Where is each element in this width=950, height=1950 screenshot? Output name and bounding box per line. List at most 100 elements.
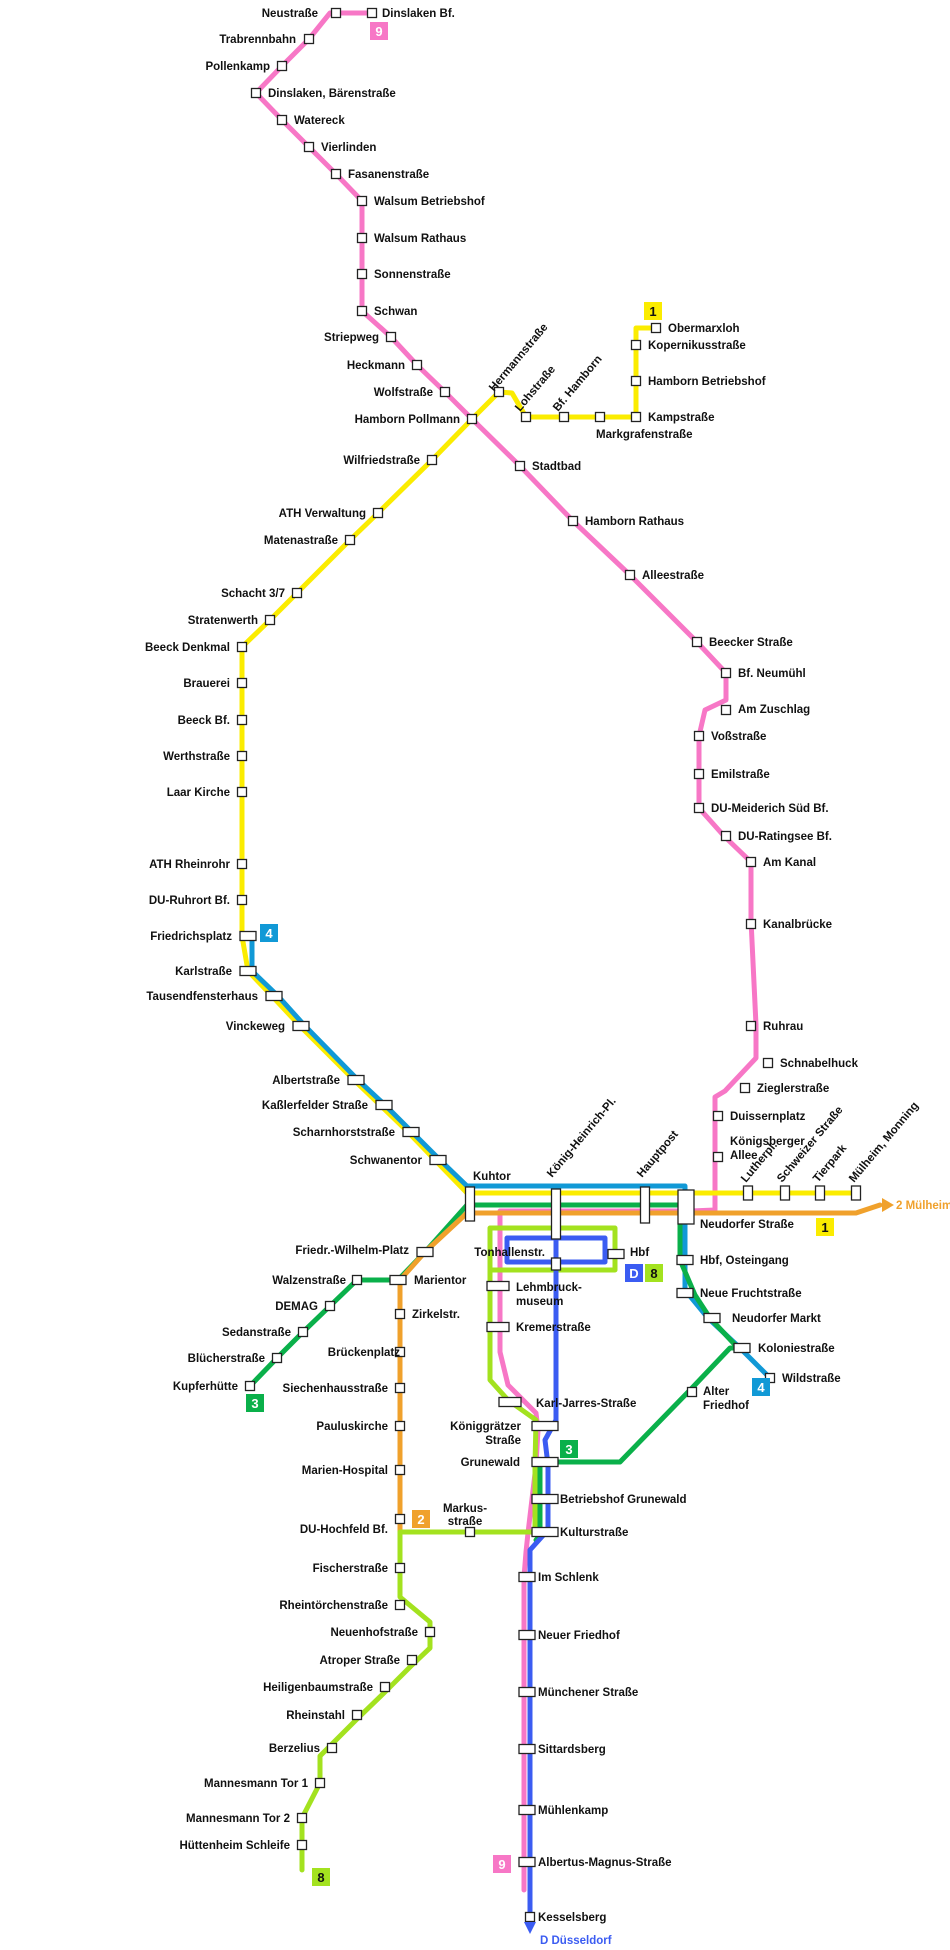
arrow-duesseldorf-icon [524, 1922, 536, 1934]
stop-albertstrasse [347, 1074, 365, 1086]
station-label-marientor: Marientor [414, 1275, 467, 1287]
stop-dinslaken_bf [366, 7, 378, 19]
stop-bf_neumuehl [720, 667, 732, 679]
station-label-hbf: Hbf [630, 1247, 649, 1259]
stop-watereck [276, 114, 288, 126]
stop-mannesmann1 [314, 1777, 326, 1789]
stop-markgrafen [594, 411, 606, 423]
stop-sittardsberg [518, 1743, 536, 1755]
station-label-ruhrau: Ruhrau [763, 1021, 803, 1033]
badge-label-b1_right: 1 [821, 1220, 828, 1235]
badge-b4: 4 [260, 924, 278, 942]
station-label-rheinstahl: Rheinstahl [286, 1710, 345, 1722]
stop-neue_fruchtstrasse [676, 1287, 694, 1299]
stop-beeck_denkmal [236, 641, 248, 653]
station-label-baerenstrasse: Dinslaken, Bärenstraße [268, 88, 396, 100]
stop-marien_hospital [394, 1464, 406, 1476]
stop-bluecherstrasse [271, 1352, 283, 1364]
station-label-brauerei: Brauerei [183, 678, 230, 690]
badge-label-b2: 2 [417, 1512, 424, 1527]
stop-kasslerfelder [375, 1099, 393, 1111]
station-label-sittardsberg: Sittardsberg [538, 1744, 606, 1756]
stop-schweizer [779, 1185, 791, 1201]
stop-hbf [607, 1248, 625, 1260]
station-label-alter_friedhof2: Friedhof [703, 1400, 749, 1412]
station-label-pauluskirche: Pauluskirche [316, 1421, 388, 1433]
stop-muehlenkamp [518, 1804, 536, 1816]
stop-schwanentor [429, 1154, 447, 1166]
stop-neustrasse [330, 7, 342, 19]
stop-ath_rheinrohr [236, 858, 248, 870]
stop-walzenstrasse [351, 1274, 363, 1286]
badge-label-b1_top: 1 [649, 304, 656, 319]
station-label-im_schlenk: Im Schlenk [538, 1572, 599, 1584]
station-label-hbf_osteingang: Hbf, Osteingang [700, 1255, 789, 1267]
station-label-sonnenstrasse: Sonnenstraße [374, 269, 451, 281]
line-4-route [249, 933, 773, 1381]
station-label-ruhrort_bf: DU-Ruhrort Bf. [149, 895, 230, 907]
station-label-bf_neumuehl: Bf. Neumühl [738, 668, 806, 680]
station-label-koeniggraetzer2: Straße [485, 1435, 521, 1447]
station-label-kasslerfelder: Kaßlerfelder Straße [262, 1100, 368, 1112]
badge-b9_bottom: 9 [493, 1855, 511, 1873]
station-label-muelheim_monning: Mülheim, Monning [847, 1100, 921, 1185]
station-label-friedrichsplatz: Friedrichsplatz [150, 931, 232, 943]
station-label-mannesmann1: Mannesmann Tor 1 [204, 1778, 309, 1790]
stop-markers [236, 7, 862, 1923]
station-label-ath_rheinrohr: ATH Rheinrohr [149, 859, 230, 871]
stop-hbf_osteingang [676, 1254, 694, 1266]
station-label-muenchener_strasse: Münchener Straße [538, 1687, 638, 1699]
station-label-koenig_heinrich: König-Heinrich-Pl. [545, 1095, 619, 1180]
stop-alter_friedhof1 [686, 1386, 698, 1398]
station-label-beecker_strasse: Beecker Straße [709, 637, 793, 649]
station-label-markusstrasse1: Markus- [443, 1503, 487, 1515]
station-label-albertstrasse: Albertstraße [272, 1075, 340, 1087]
stop-duissernplatz [712, 1110, 724, 1122]
stop-emilstrasse [693, 768, 705, 780]
stop-hauptpost-main [639, 1186, 651, 1224]
station-label-hamborn_rathaus: Hamborn Rathaus [585, 516, 684, 528]
station-label-karl_jarres: Karl-Jarres-Straße [536, 1398, 636, 1410]
stop-friedrichsplatz [239, 930, 257, 942]
station-label-tonhallenstr: Tonhallenstr. [474, 1247, 545, 1259]
station-label-heckmann: Heckmann [347, 360, 405, 372]
stop-pollenkamp [276, 60, 288, 72]
station-label-meiderich_sued: DU-Meiderich Süd Bf. [711, 803, 829, 815]
station-label-vinckeweg: Vinckeweg [226, 1021, 285, 1033]
station-label-dinslaken_bf: Dinslaken Bf. [382, 8, 455, 20]
stop-zieglerstrasse [739, 1082, 751, 1094]
stop-atroper_strasse [406, 1654, 418, 1666]
station-label-siechenhaus: Siechenhausstraße [283, 1383, 388, 1395]
stop-kesselsberg [524, 1911, 536, 1923]
stop-hamborn-bhf [630, 375, 642, 387]
station-label-lehmbruck2: museum [516, 1296, 563, 1308]
stop-heiligenbaum [379, 1681, 391, 1693]
station-label-schnabelhuck: Schnabelhuck [780, 1058, 859, 1070]
station-label-kupferhuette: Kupferhütte [173, 1381, 238, 1393]
stop-neudorfer_strasse [677, 1189, 695, 1225]
stop-rheinstahl [351, 1709, 363, 1721]
station-label-demag: DEMAG [275, 1301, 318, 1313]
station-label-duissernplatz: Duissernplatz [730, 1111, 806, 1123]
badge-label-b8_bottom: 8 [317, 1870, 324, 1885]
station-label-beeck_bf: Beeck Bf. [178, 715, 230, 727]
line-3-route [247, 1202, 741, 1543]
stop-laar_kirche [236, 786, 248, 798]
station-label-vossstrasse: Voßstraße [711, 731, 766, 743]
stop-walsum_betriebshof [356, 195, 368, 207]
stop-tausendfensterhaus [265, 990, 283, 1002]
station-label-emilstrasse: Emilstraße [711, 769, 770, 781]
stop-karl_jarres [498, 1396, 522, 1408]
stop-hamborn_pollmann [466, 413, 478, 425]
destination-muelheim: 2 Mülheim [896, 1200, 950, 1212]
station-label-neuenhofstrasse: Neuenhofstraße [330, 1627, 418, 1639]
stop-vinckeweg [292, 1020, 310, 1032]
station-label-huettenheim: Hüttenheim Schleife [179, 1840, 290, 1852]
stop-grunewald [531, 1456, 559, 1468]
station-label-fasanenstrasse: Fasanenstraße [348, 169, 429, 181]
station-label-kanalbruecke: Kanalbrücke [763, 919, 832, 931]
stop-hamborn_rathaus [567, 515, 579, 527]
badge-b4_right: 4 [752, 1378, 770, 1396]
badge-bD: D [625, 1264, 643, 1282]
